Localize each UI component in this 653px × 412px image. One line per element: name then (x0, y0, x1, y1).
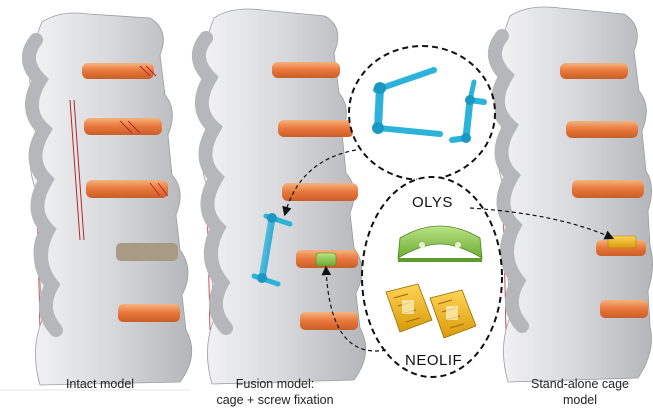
caption-standalone-line1: Stand-alone cage (520, 377, 640, 392)
standalone-inserted-cage (608, 236, 636, 248)
olys-label: OLYS (412, 194, 453, 211)
standalone-disc-3 (572, 180, 644, 198)
caption-standalone-line2: model (520, 393, 640, 408)
caption-intact: Intact model (35, 377, 165, 392)
fusion-spine-model (199, 9, 366, 384)
fusion-disc-1 (272, 62, 340, 78)
standalone-disc-1 (560, 63, 628, 79)
fusion-inserted-cage (316, 253, 336, 266)
fusion-disc-2 (278, 120, 354, 137)
intact-spine-model (29, 13, 192, 385)
caption-fusion-line2: cage + screw fixation (200, 393, 350, 408)
intact-disc-2 (84, 118, 162, 135)
intact-disc-5 (118, 304, 180, 322)
fusion-disc-5 (300, 312, 358, 330)
standalone-disc-5 (600, 300, 648, 318)
intact-disc-4 (116, 243, 178, 261)
standalone-disc-2 (566, 121, 638, 138)
neolif-label: NEOLIF (405, 352, 462, 369)
standalone-spine-model (495, 7, 653, 382)
caption-fusion-line1: Fusion model: (200, 377, 350, 392)
screw-rod-detail-circle (349, 46, 495, 180)
intact-disc-1 (82, 63, 154, 79)
intact-disc-3 (86, 180, 168, 198)
